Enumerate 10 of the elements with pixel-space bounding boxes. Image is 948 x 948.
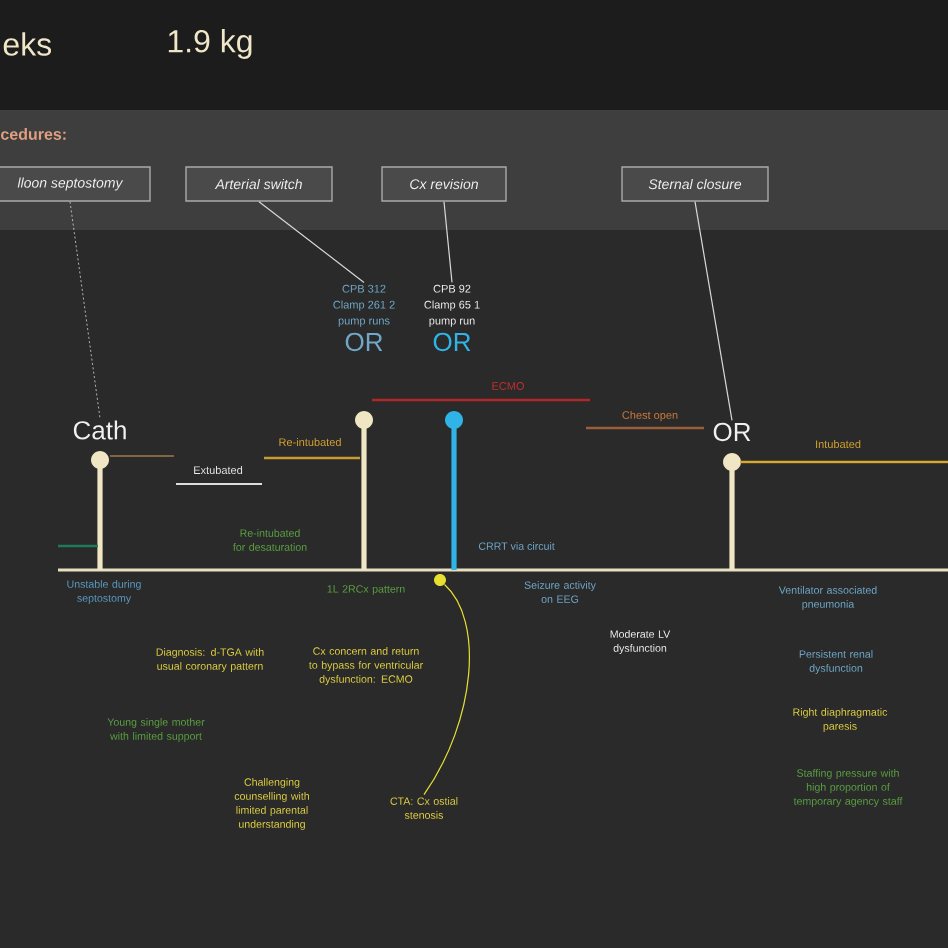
heading-text: 1.9 kg: [168, 29, 252, 59]
leader-line: [258, 201, 365, 284]
leader-line: [69, 201, 101, 419]
leader-line: [423, 583, 470, 796]
heading-text: eks: [3, 32, 52, 56]
leader-line: [694, 201, 733, 421]
event-label: Cath: [73, 420, 126, 440]
event-label: OR: [713, 422, 751, 442]
leader-line: [443, 201, 453, 284]
section-heading: cedures:: [1, 128, 66, 140]
